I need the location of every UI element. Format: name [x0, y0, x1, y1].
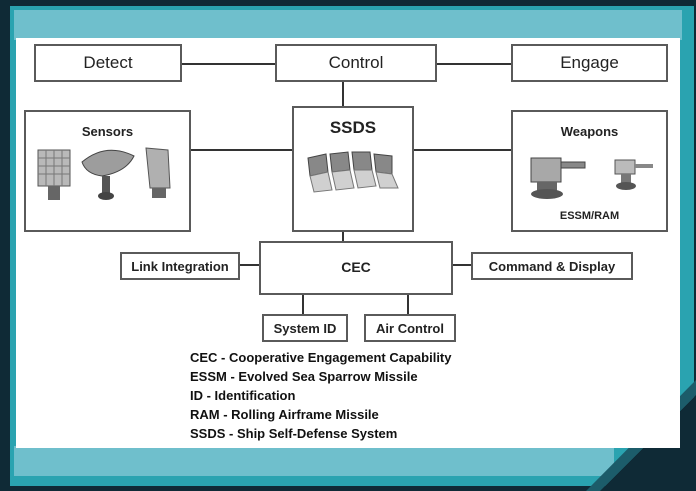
cec-box: CEC [259, 241, 453, 295]
detect-box: Detect [34, 44, 182, 82]
air-control-box: Air Control [364, 314, 456, 342]
legend-item: SSDS - Ship Self-Defense System [190, 426, 398, 441]
link-integration-label: Link Integration [131, 259, 229, 274]
link-integration-box: Link Integration [120, 252, 240, 280]
legend-item: ESSM - Evolved Sea Sparrow Missile [190, 369, 418, 384]
detect-label: Detect [83, 53, 133, 72]
cec-label: CEC [341, 259, 371, 275]
console-workstations-icon [307, 151, 399, 193]
legend-item: CEC - Cooperative Engagement Capability [190, 350, 452, 365]
acronym-legend: CEC - Cooperative Engagement Capability … [190, 348, 452, 443]
weapons-box: Weapons ESSM/RAM [511, 110, 668, 232]
command-display-box: Command & Display [471, 252, 633, 280]
engage-label: Engage [560, 53, 619, 72]
ssds-box: SSDS [292, 106, 414, 232]
control-box: Control [275, 44, 437, 82]
control-label: Control [328, 53, 384, 72]
command-display-label: Command & Display [488, 259, 616, 274]
radar-sensors-icon [37, 147, 171, 200]
sensors-box: Sensors [24, 110, 191, 232]
system-id-box: System ID [262, 314, 348, 342]
legend-item: RAM - Rolling Airframe Missile [190, 407, 379, 422]
ssds-label: SSDS [329, 118, 377, 137]
engage-box: Engage [511, 44, 668, 82]
essm-ram-caption: ESSM/RAM [559, 210, 620, 222]
sensors-label: Sensors [81, 124, 134, 139]
legend-item: ID - Identification [190, 388, 296, 403]
missile-launchers-icon [530, 157, 653, 199]
system-id-label: System ID [273, 321, 337, 336]
air-control-label: Air Control [376, 321, 444, 336]
weapons-label: Weapons [560, 124, 619, 139]
